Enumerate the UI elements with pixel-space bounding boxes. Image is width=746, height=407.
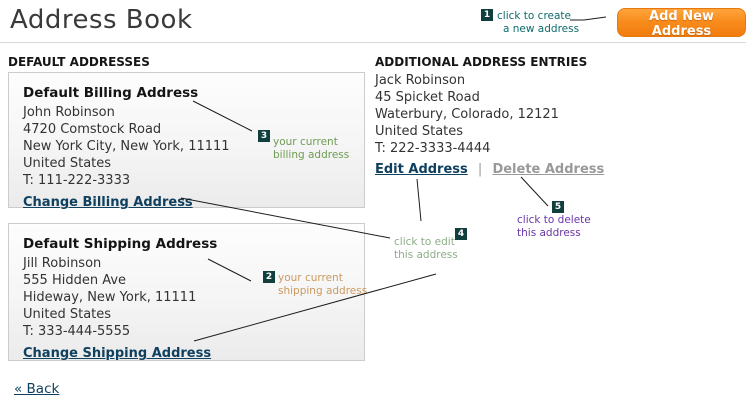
additional-address-entry: Jack Robinson 45 Spicket Road Waterbury,… (375, 72, 604, 177)
shipping-address-card: Default Shipping Address Jill Robinson 5… (8, 223, 365, 361)
link-separator: | (477, 162, 483, 177)
billing-phone: T: 111-222-3333 (23, 173, 131, 188)
additional-addresses-heading: ADDITIONAL ADDRESS ENTRIES (375, 55, 588, 69)
annotation-5-note-line1: click to delete (517, 214, 591, 226)
annotation-2-note-line1: your current (278, 272, 343, 284)
annotation-1-note-line1: click to create (497, 10, 572, 22)
annotation-2-note-line2: shipping address (278, 285, 368, 297)
billing-card-title: Default Billing Address (23, 85, 199, 101)
add-new-address-button[interactable]: Add New Address (617, 8, 746, 39)
entry-city-line: Waterbury, Colorado, 12121 (375, 107, 559, 122)
shipping-city-line: Hideway, New York, 11111 (23, 290, 197, 305)
annotation-4-note-line1: click to edit (394, 236, 455, 248)
entry-actions: Edit Address | Delete Address (375, 162, 604, 177)
annotation-3-note-line2: billing address (273, 149, 350, 161)
change-billing-address-link[interactable]: Change Billing Address (23, 195, 193, 210)
annotation-2-badge: 2 (263, 271, 275, 283)
annotation-5-note: click to delete this address (517, 214, 591, 240)
edit-address-link[interactable]: Edit Address (375, 162, 468, 177)
annotation-4-badge: 4 (455, 228, 467, 240)
shipping-phone: T: 333-444-5555 (23, 324, 131, 339)
shipping-street: 555 Hidden Ave (23, 273, 127, 288)
entry-phone: T: 222-3333-4444 (375, 141, 491, 156)
billing-country: United States (23, 156, 112, 171)
annotation-1-note-line2: a new address (503, 23, 580, 35)
annotation-2-note: your current shipping address (278, 272, 367, 298)
annotation-4-note-line2: this address (394, 249, 458, 261)
default-addresses-heading: DEFAULT ADDRESSES (8, 55, 150, 69)
back-link[interactable]: « Back (14, 381, 60, 397)
annotation-3-note: your current billing address (273, 136, 349, 162)
annotation-1-note: click to create a new address (497, 10, 579, 36)
annotation-4-note: click to edit this address (394, 236, 458, 262)
annotation-1-badge: 1 (481, 9, 493, 21)
shipping-country: United States (23, 307, 112, 322)
billing-address-card: Default Billing Address John Robinson 47… (8, 72, 365, 210)
entry-name: Jack Robinson (375, 73, 466, 88)
delete-address-link[interactable]: Delete Address (492, 162, 605, 177)
annotation-3-note-line1: your current (273, 136, 338, 148)
change-shipping-address-link[interactable]: Change Shipping Address (23, 346, 212, 361)
billing-street: 4720 Comstock Road (23, 122, 162, 137)
annotation-3-badge: 3 (258, 130, 270, 142)
billing-city-line: New York City, New York, 11111 (23, 139, 230, 154)
billing-name: John Robinson (23, 105, 115, 120)
entry-street: 45 Spicket Road (375, 90, 480, 105)
page-title: Address Book (10, 5, 193, 35)
shipping-name: Jill Robinson (23, 256, 102, 271)
annotation-5-badge: 5 (552, 201, 564, 213)
shipping-card-title: Default Shipping Address (23, 236, 218, 252)
header-divider (0, 42, 746, 43)
entry-country: United States (375, 124, 464, 139)
annotation-5-note-line2: this address (517, 227, 581, 239)
